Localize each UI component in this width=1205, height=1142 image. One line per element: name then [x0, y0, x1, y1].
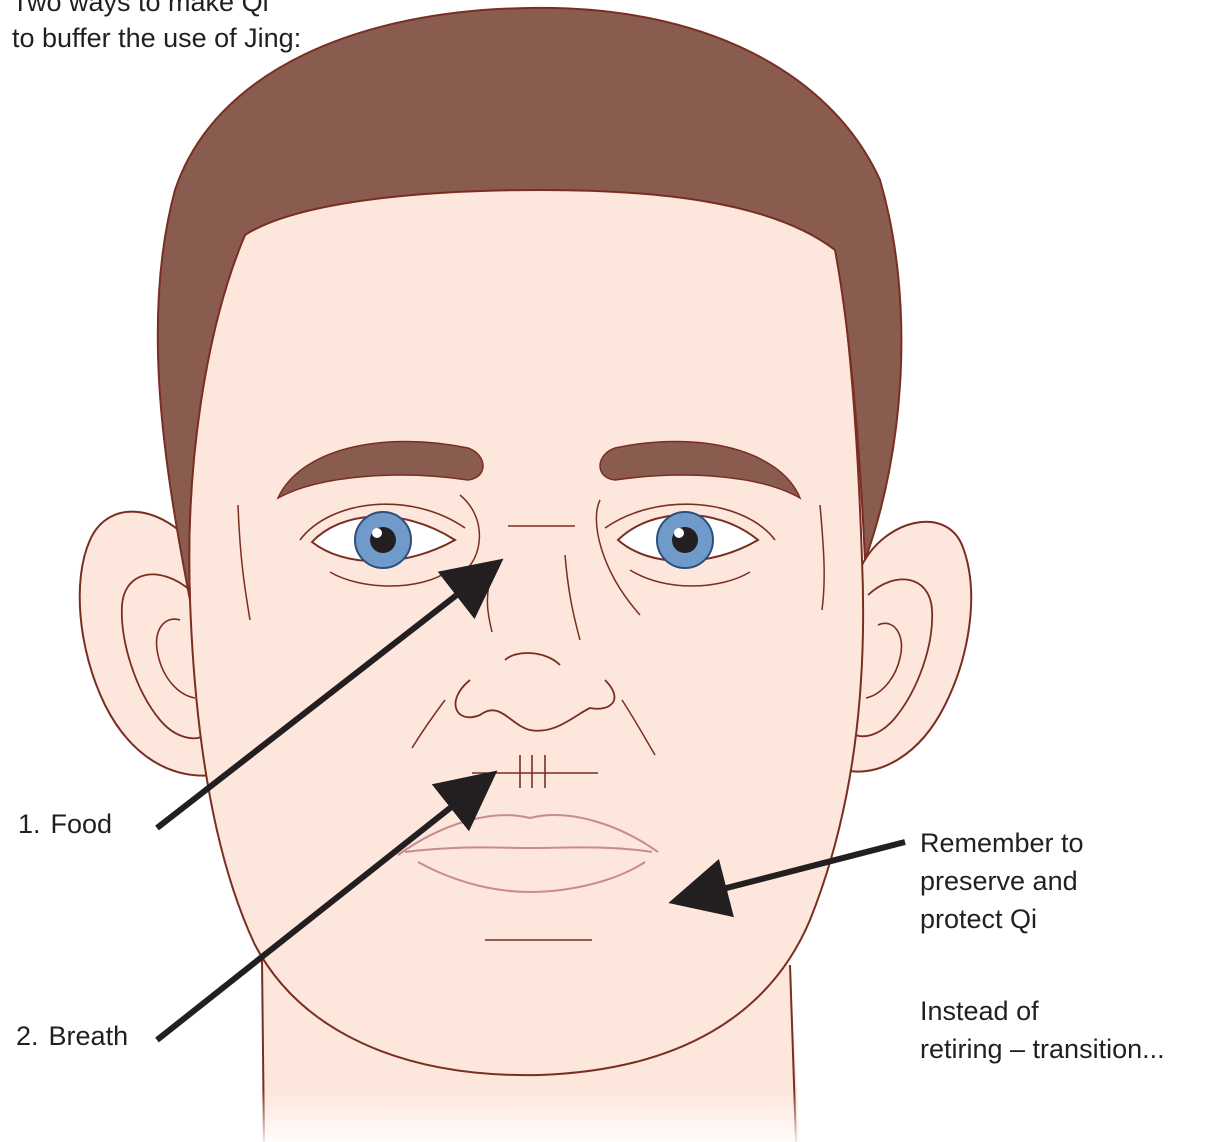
intro-text: Two ways to make Qi to buffer the use of… [12, 0, 301, 56]
left-eye-highlight [372, 528, 382, 538]
intro-line-1: Two ways to make Qi [12, 0, 301, 20]
remember-line-3: protect Qi [920, 900, 1084, 938]
instead-line-1: Instead of [920, 992, 1165, 1030]
remember-line-1: Remember to [920, 824, 1084, 862]
right-eye-highlight [674, 528, 684, 538]
food-number: 1. [18, 806, 41, 842]
food-text: Food [51, 809, 113, 839]
remember-line-2: preserve and [920, 862, 1084, 900]
food-label: 1. Food [18, 806, 112, 842]
intro-line-2: to buffer the use of Jing: [12, 20, 301, 56]
neck-fade [0, 1090, 1205, 1142]
instead-line-2: retiring – transition... [920, 1030, 1165, 1068]
remember-label: Remember to preserve and protect Qi [920, 824, 1084, 938]
instead-label: Instead of retiring – transition... [920, 992, 1165, 1068]
breath-number: 2. [16, 1018, 39, 1054]
breath-label: 2. Breath [16, 1018, 128, 1054]
breath-text: Breath [49, 1021, 129, 1051]
